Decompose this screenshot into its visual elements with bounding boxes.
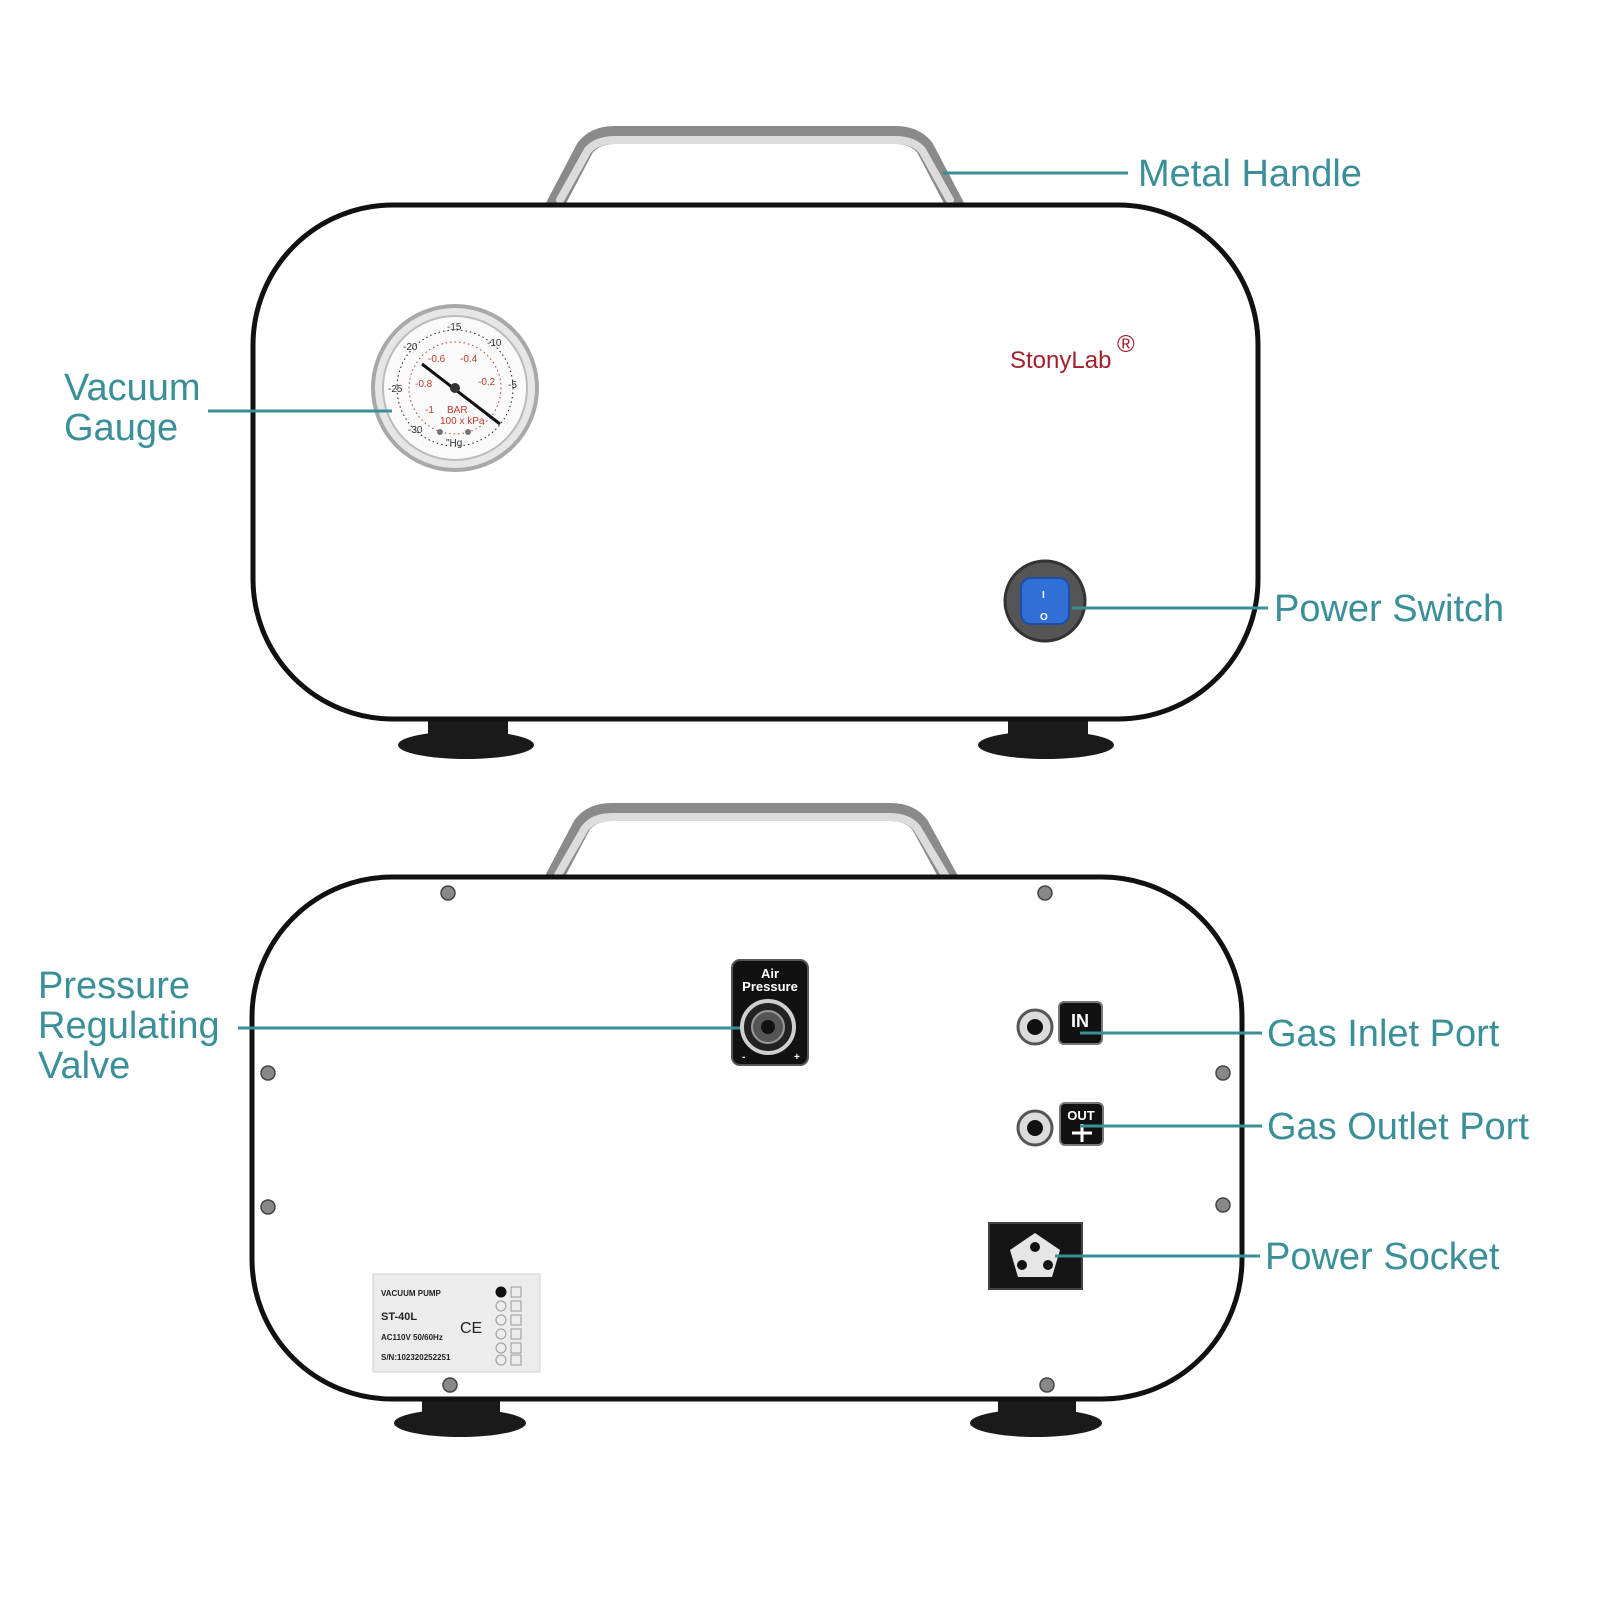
callout-pressure-valve-line1: Pressure (38, 965, 190, 1007)
valve-plus: + (794, 1052, 800, 1063)
callout-gas-outlet: Gas Outlet Port (1267, 1106, 1529, 1148)
power-switch[interactable]: I O (1003, 559, 1087, 643)
callout-power-switch: Power Switch (1274, 588, 1504, 630)
gauge-needle (421, 362, 501, 426)
gauge-unit-kpa: 100 x kPa (440, 416, 485, 427)
switch-on-mark: I (1042, 590, 1045, 601)
nameplate-power: AC110V 50/60Hz (381, 1333, 443, 1342)
gauge-bar-1: -1 (425, 405, 434, 416)
callout-metal-handle: Metal Handle (1138, 153, 1362, 195)
gas-outlet-port[interactable]: OUT (1016, 1102, 1104, 1147)
callouts: Metal Handle Vacuum Gauge Power Switch P… (38, 153, 1529, 1278)
nameplate-serial: S/N:102320252251 (381, 1353, 451, 1362)
front-foot-right (978, 718, 1114, 759)
callout-pressure-valve-line3: Valve (38, 1045, 130, 1087)
back-foot-right (970, 1396, 1102, 1437)
gauge-tick-20: -20 (403, 342, 418, 353)
gauge-bar-04: -0.4 (460, 354, 478, 365)
front-metal-handle (546, 126, 964, 214)
switch-off-mark: O (1040, 612, 1048, 623)
callout-vacuum-gauge-line2: Gauge (64, 407, 178, 449)
callout-pressure-valve-line2: Regulating (38, 1005, 220, 1047)
gauge-unit-hg: "Hg (446, 438, 462, 449)
gauge-bar-08: -0.8 (415, 379, 433, 390)
gauge-tick-5: -5 (508, 380, 517, 391)
gauge-tick-30: -30 (408, 425, 423, 436)
callout-vacuum-gauge-line1: Vacuum (64, 367, 201, 409)
front-pump-body (250, 202, 1261, 722)
back-metal-handle (544, 803, 959, 889)
valve-label-line2: Pressure (742, 979, 798, 994)
gauge-tick-10: -10 (487, 338, 502, 349)
valve-label-line1: Air (761, 966, 779, 981)
front-view: -15 -20 -25 -30 -10 -5 -0.6 -0.4 -0.2 -0… (250, 126, 1261, 759)
inlet-tag: IN (1071, 1011, 1089, 1031)
nameplate-title: VACUUM PUMP (381, 1289, 442, 1298)
vacuum-gauge: -15 -20 -25 -30 -10 -5 -0.6 -0.4 -0.2 -0… (371, 304, 539, 472)
front-foot-left (398, 718, 534, 759)
nameplate: VACUUM PUMP ST-40L AC110V 50/60Hz S/N:10… (372, 1273, 541, 1373)
brand-logo: StonyLab (1010, 347, 1111, 374)
gauge-unit-bar: BAR (447, 405, 468, 416)
valve-minus: - (742, 1052, 745, 1063)
nameplate-model: ST-40L (381, 1311, 417, 1323)
callout-power-socket: Power Socket (1265, 1236, 1500, 1278)
back-view: Air Pressure - + IN OUT (249, 803, 1245, 1437)
callout-gas-inlet: Gas Inlet Port (1267, 1013, 1500, 1055)
gauge-bar-06: -0.6 (428, 354, 446, 365)
back-foot-left (394, 1396, 526, 1437)
gauge-bar-02: -0.2 (478, 377, 496, 388)
ce-mark: CE (460, 1320, 482, 1337)
brand-registered-mark: ® (1117, 331, 1135, 358)
pressure-regulating-valve[interactable]: Air Pressure - + (731, 959, 809, 1066)
certification-icons (495, 1286, 522, 1366)
outlet-tag: OUT (1067, 1108, 1095, 1123)
back-screws (260, 885, 1231, 1393)
gauge-tick-15: -15 (447, 322, 462, 333)
gauge-tick-25: -25 (388, 384, 403, 395)
